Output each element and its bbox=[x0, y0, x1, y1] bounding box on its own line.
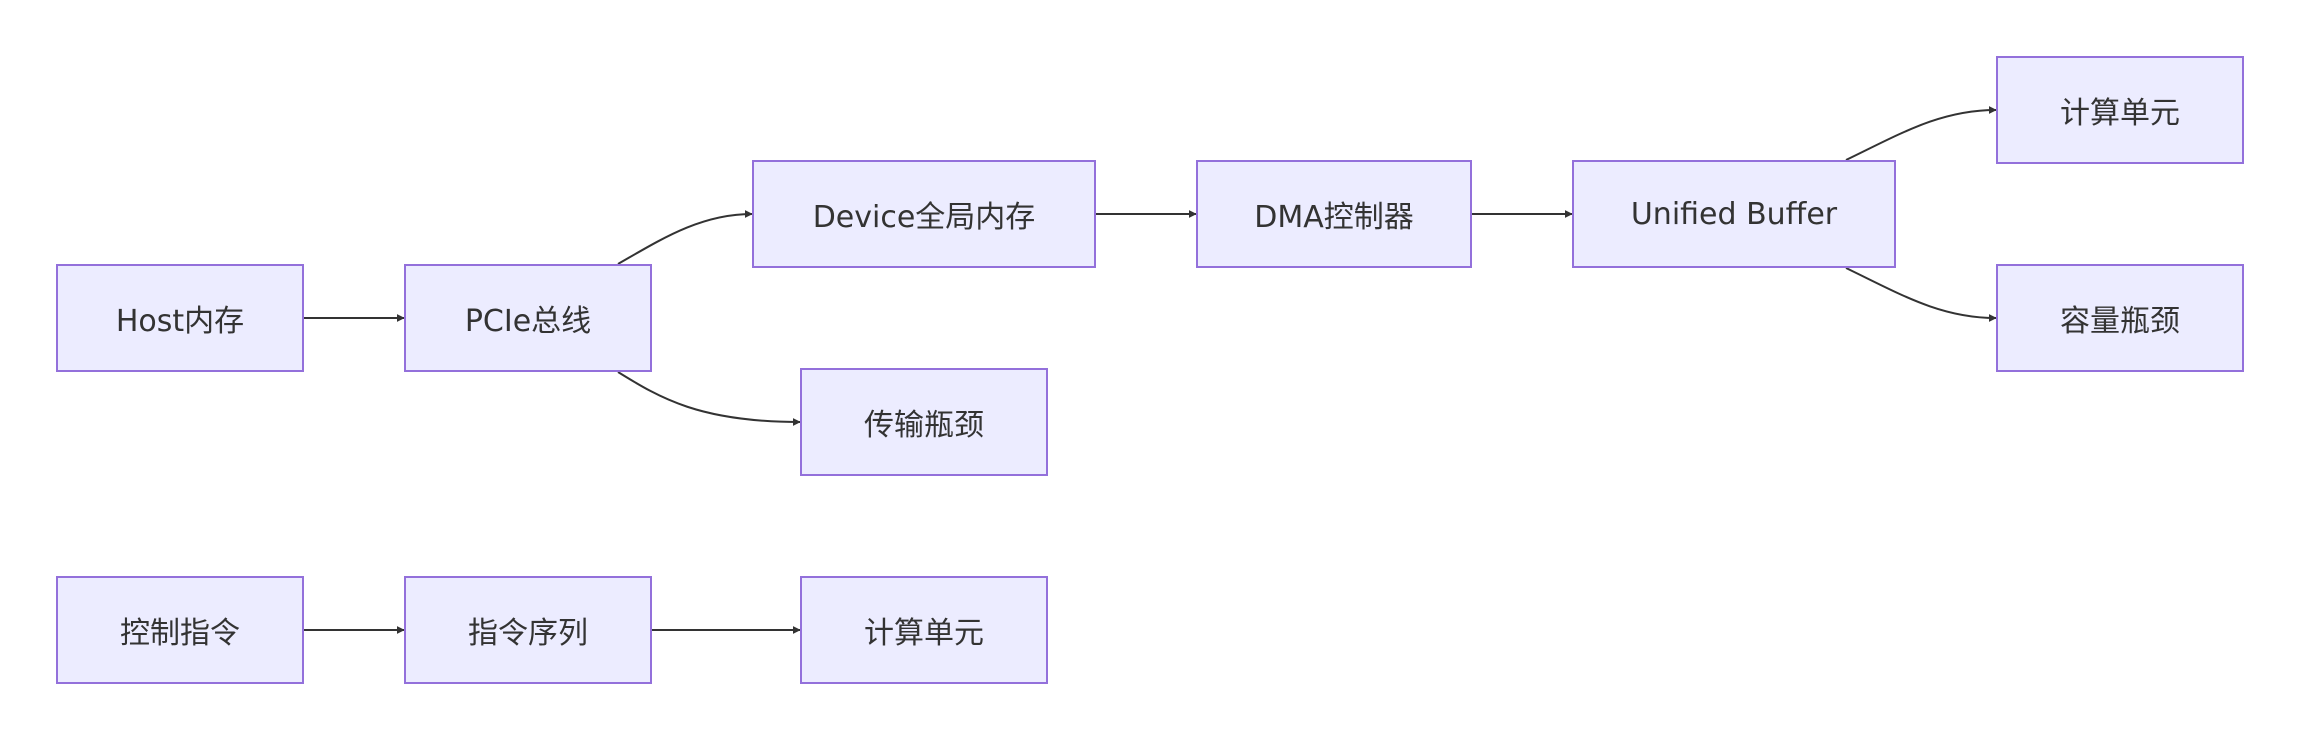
node-label: 计算单元 bbox=[2060, 96, 2180, 131]
node-device-global-memory: Device全局内存 bbox=[752, 160, 1096, 268]
node-label: PCIe总线 bbox=[464, 304, 592, 339]
node-transfer-bottleneck: 传输瓶颈 bbox=[800, 368, 1048, 476]
edge-unified-buffer-to-compute-unit bbox=[1845, 106, 1997, 161]
node-capacity-bottleneck: 容量瓶颈 bbox=[1996, 264, 2244, 372]
node-compute-unit-top: 计算单元 bbox=[1996, 56, 2244, 164]
node-unified-buffer: Unified Buffer bbox=[1572, 160, 1896, 268]
edge-unified-buffer-to-capacity-bottleneck bbox=[1845, 267, 1997, 322]
node-label: 容量瓶颈 bbox=[2060, 304, 2180, 339]
node-label: Device全局内存 bbox=[812, 200, 1036, 235]
node-label: 传输瓶颈 bbox=[864, 408, 984, 443]
node-label: Unified Buffer bbox=[1630, 196, 1838, 232]
node-label: 指令序列 bbox=[468, 616, 588, 651]
node-compute-unit-bottom: 计算单元 bbox=[800, 576, 1048, 684]
node-label: 计算单元 bbox=[864, 616, 984, 651]
node-label: 控制指令 bbox=[120, 616, 240, 651]
node-label: DMA控制器 bbox=[1254, 200, 1414, 235]
node-control-instruction: 控制指令 bbox=[56, 576, 304, 684]
node-instruction-sequence: 指令序列 bbox=[404, 576, 652, 684]
node-dma-controller: DMA控制器 bbox=[1196, 160, 1472, 268]
node-pcie-bus: PCIe总线 bbox=[404, 264, 652, 372]
node-host-memory: Host内存 bbox=[56, 264, 304, 372]
edge-pcie-to-device bbox=[617, 210, 753, 265]
edge-pcie-to-transfer-bottleneck bbox=[617, 371, 801, 426]
node-label: Host内存 bbox=[115, 304, 245, 339]
